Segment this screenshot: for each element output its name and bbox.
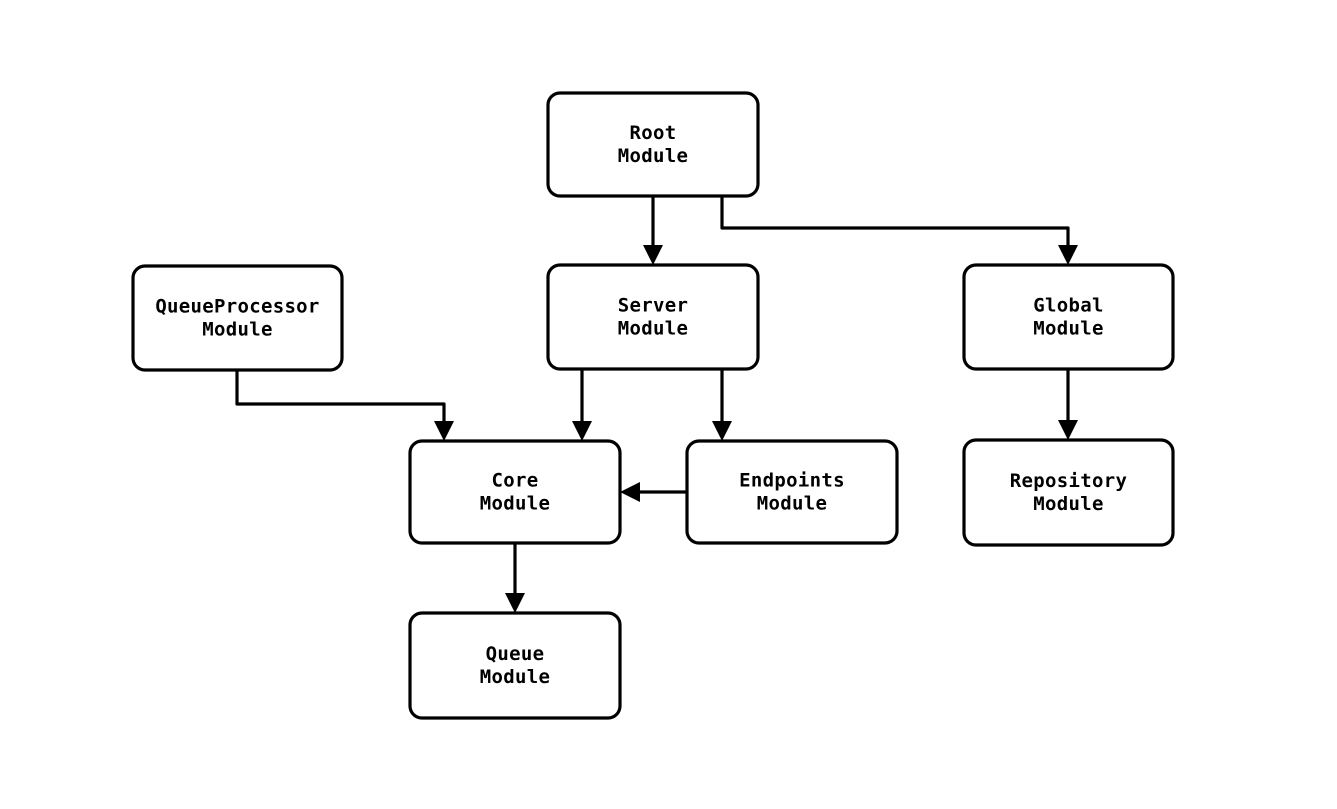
node-label-line2: Module <box>1033 318 1103 340</box>
node-box[interactable] <box>962 438 1175 547</box>
arrowhead-icon <box>643 245 663 265</box>
arrowhead-icon <box>505 593 525 613</box>
edge-endpoints-to-core <box>620 482 687 502</box>
node-label-line1: QueueProcessor <box>155 296 319 318</box>
edge-server-to-endpoints <box>712 369 732 441</box>
node-label-line1: Queue <box>486 643 545 665</box>
node-box[interactable] <box>685 439 899 545</box>
node-label-line1: Core <box>492 470 539 492</box>
edge-root-to-server <box>643 196 663 265</box>
nodes-layer: RootModuleQueueProcessorModuleServerModu… <box>131 91 1175 720</box>
arrowhead-icon <box>1058 245 1078 265</box>
node-label-line1: Endpoints <box>739 470 845 492</box>
edge-root-to-global <box>720 196 1078 265</box>
arrowhead-icon <box>572 421 592 441</box>
node-box[interactable] <box>546 91 760 198</box>
arrowhead-icon <box>712 421 732 441</box>
arrowhead-icon <box>1058 420 1078 440</box>
node-box[interactable] <box>546 263 760 371</box>
node-label-line2: Module <box>480 666 550 688</box>
node-label-line2: Module <box>1033 493 1103 515</box>
node-box[interactable] <box>131 264 344 372</box>
edge-server-to-core <box>572 369 592 441</box>
node-label-line1: Root <box>630 122 677 144</box>
node-label-line2: Module <box>618 318 688 340</box>
arrowhead-icon <box>434 421 454 441</box>
node-label-line1: Repository <box>1010 470 1127 492</box>
arrowhead-icon <box>620 482 640 502</box>
edge-path <box>235 370 446 428</box>
edge-global-to-repository <box>1058 369 1078 440</box>
node-box[interactable] <box>408 439 622 545</box>
edges-layer <box>235 196 1078 613</box>
node-label-line1: Global <box>1033 295 1103 317</box>
edge-path <box>720 196 1070 252</box>
node-label-line2: Module <box>480 493 550 515</box>
node-label-line2: Module <box>618 145 688 167</box>
node-box[interactable] <box>408 611 622 720</box>
node-label-line1: Server <box>618 295 688 317</box>
node-box[interactable] <box>962 263 1175 371</box>
edge-core-to-queue <box>505 543 525 613</box>
edge-queueprocessor-to-core <box>235 370 454 441</box>
node-label-line2: Module <box>757 493 827 515</box>
node-label-line2: Module <box>202 319 272 341</box>
